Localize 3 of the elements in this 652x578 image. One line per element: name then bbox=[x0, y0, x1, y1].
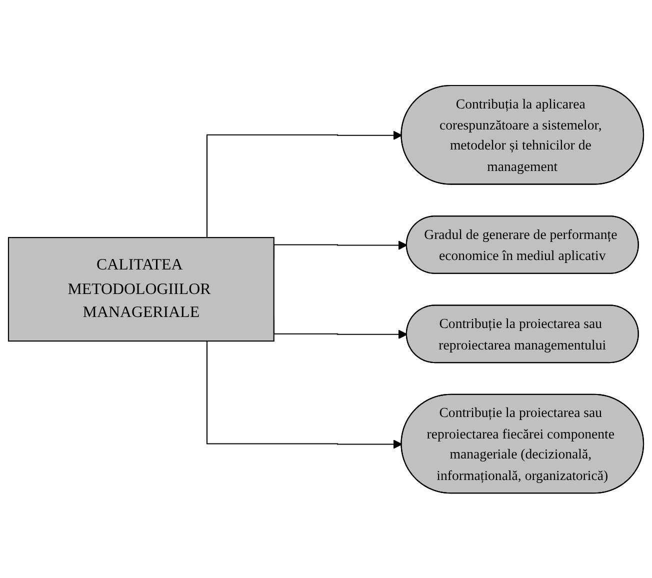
node-box: CALITATEA METODOLOGIILOR MANAGERIALE bbox=[8, 236, 274, 342]
arrow bbox=[206, 340, 402, 449]
arrow bbox=[206, 130, 402, 238]
